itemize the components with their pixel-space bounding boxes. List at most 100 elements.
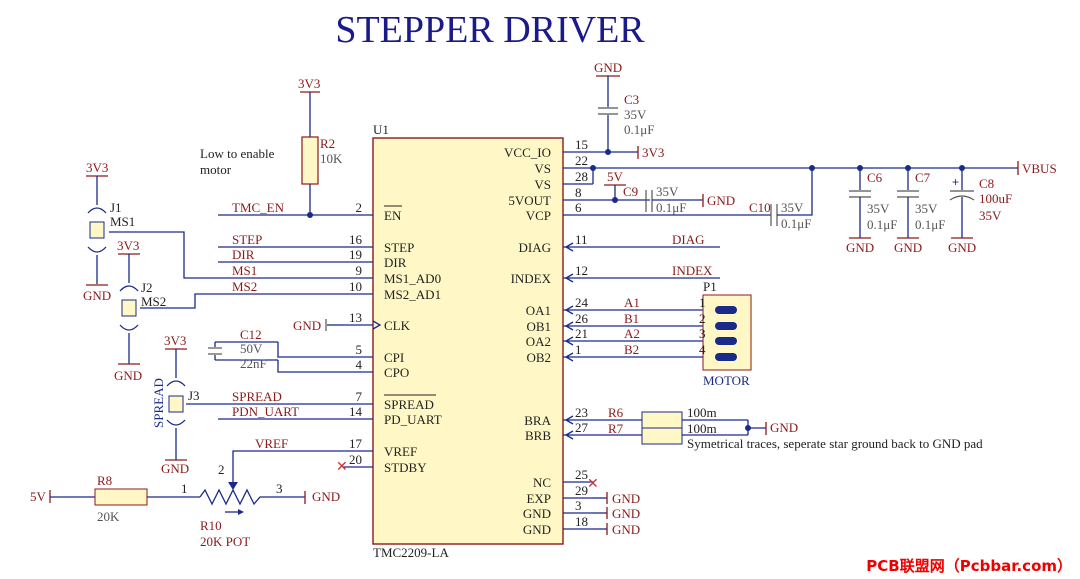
r2-body <box>301 136 319 185</box>
j1-label: MS1 <box>110 214 135 229</box>
chip-body <box>372 137 564 545</box>
r8-value: 20K <box>97 509 120 524</box>
left-pin-name: STEP <box>384 240 414 255</box>
net-tmc-en: TMC_EN <box>232 200 285 215</box>
right-pin-name: OA1 <box>526 303 551 318</box>
right-pin-num: 24 <box>575 295 589 310</box>
pot-pin3: 3 <box>276 481 283 496</box>
right-pin-num: 27 <box>575 420 589 435</box>
net-ms1: MS1 <box>232 263 257 278</box>
j2-gnd: GND <box>114 368 142 383</box>
r2-supply: 3V3 <box>298 76 320 91</box>
chip-ref: U1 <box>373 122 389 137</box>
left-pin-name: CPI <box>384 350 404 365</box>
j2-supply: 3V3 <box>117 238 139 253</box>
net-a2: A2 <box>624 326 640 341</box>
j3-gnd: GND <box>161 461 189 476</box>
c6-value: 0.1μF <box>867 217 897 232</box>
right-pin-name: VCP <box>526 208 551 223</box>
c9-value: 0.1μF <box>656 200 686 215</box>
enable-note-line2: motor <box>200 162 232 177</box>
r10-ref: R10 <box>200 518 222 533</box>
c3-voltage: 35V <box>624 107 647 122</box>
right-pin-num: 29 <box>575 483 588 498</box>
c12-value: 22nF <box>240 356 267 371</box>
net-a1: A1 <box>624 295 640 310</box>
left-pin-name: CPO <box>384 365 409 380</box>
net-index: INDEX <box>672 263 713 278</box>
r2-ref: R2 <box>320 136 335 151</box>
right-pin-name: INDEX <box>511 271 552 286</box>
right-pin-name: 5VOUT <box>508 193 551 208</box>
nc-mark-stdby: ✕ <box>336 459 348 475</box>
c9-voltage: 35V <box>656 184 679 199</box>
right-pin-name: NC <box>533 475 551 490</box>
left-pin-name: STDBY <box>384 460 427 475</box>
j1-supply: 3V3 <box>86 160 108 175</box>
p1-ref: P1 <box>703 279 717 294</box>
r6-ref: R6 <box>608 405 624 420</box>
right-pin-name: DIAG <box>519 240 552 255</box>
gnd18: GND <box>612 522 640 537</box>
left-pin-num: 2 <box>356 200 363 215</box>
nc-mark: ✕ <box>587 476 599 492</box>
right-pin-name: OB2 <box>526 350 551 365</box>
right-pin-num: 22 <box>575 153 588 168</box>
c3-ref: C3 <box>624 92 639 107</box>
schematic-title: STEPPER DRIVER <box>335 9 645 51</box>
pot-gnd: GND <box>312 489 340 504</box>
c7-ref: C7 <box>915 170 931 185</box>
left-pin-num: 9 <box>356 263 363 278</box>
right-pin-name: OB1 <box>526 319 551 334</box>
left-pin-num: 7 <box>356 389 363 404</box>
j3-supply: 3V3 <box>164 333 186 348</box>
chip-left-pins: 2EN16STEP19DIR9MS1_AD010MS2_AD113CLK5CPI… <box>343 200 442 475</box>
net-step: STEP <box>232 232 262 247</box>
c8-ref: C8 <box>979 176 994 191</box>
net-5v: 5V <box>607 169 624 184</box>
motor-pins <box>715 306 737 361</box>
c3-gnd: GND <box>594 60 622 75</box>
p1-pin4: 4 <box>699 342 706 357</box>
c9-ref: C9 <box>623 184 638 199</box>
exp-gnd: GND <box>612 491 640 506</box>
c8-voltage: 35V <box>979 208 1002 223</box>
j2-ref: J2 <box>141 280 153 295</box>
enable-note-line1: Low to enable <box>200 146 275 161</box>
c10-voltage: 35V <box>781 200 804 215</box>
right-pin-num: 1 <box>575 342 582 357</box>
r10-value: 20K POT <box>200 534 250 549</box>
net-vccio-3v3: 3V3 <box>642 145 664 160</box>
right-pin-name: GND <box>523 522 551 537</box>
sense-gnd: GND <box>770 420 798 435</box>
right-pin-name: VS <box>534 161 551 176</box>
c8-value: 100uF <box>979 191 1012 206</box>
p1-label: MOTOR <box>703 373 750 388</box>
left-pin-name: PD_UART <box>384 412 442 427</box>
c8-polarity-icon: + <box>952 175 959 189</box>
gnd3: GND <box>612 506 640 521</box>
r8-body <box>94 488 148 506</box>
right-pin-name: BRB <box>525 428 551 443</box>
c10-ref: C10 <box>749 200 771 215</box>
net-clk-gnd: GND <box>293 318 321 333</box>
net-ms2: MS2 <box>232 279 257 294</box>
left-pin-num: 17 <box>349 436 363 451</box>
left-pin-num: 19 <box>349 247 362 262</box>
right-pin-num: 26 <box>575 311 589 326</box>
right-pin-num: 12 <box>575 263 588 278</box>
right-pin-name: VS <box>534 177 551 192</box>
left-pin-name: VREF <box>384 444 417 459</box>
right-pin-name: OA2 <box>526 334 551 349</box>
net-vbus: VBUS <box>1022 161 1057 176</box>
r8-supply: 5V <box>30 489 47 504</box>
p1-pin2: 2 <box>699 311 706 326</box>
right-pin-name: VCC_IO <box>504 145 551 160</box>
left-pin-name: EN <box>384 208 402 223</box>
right-pin-name: EXP <box>526 491 551 506</box>
left-pin-num: 13 <box>349 310 362 325</box>
c7-gnd: GND <box>894 240 922 255</box>
j1-gnd: GND <box>83 288 111 303</box>
r8-ref: R8 <box>97 473 112 488</box>
c12-ref: C12 <box>240 327 262 342</box>
